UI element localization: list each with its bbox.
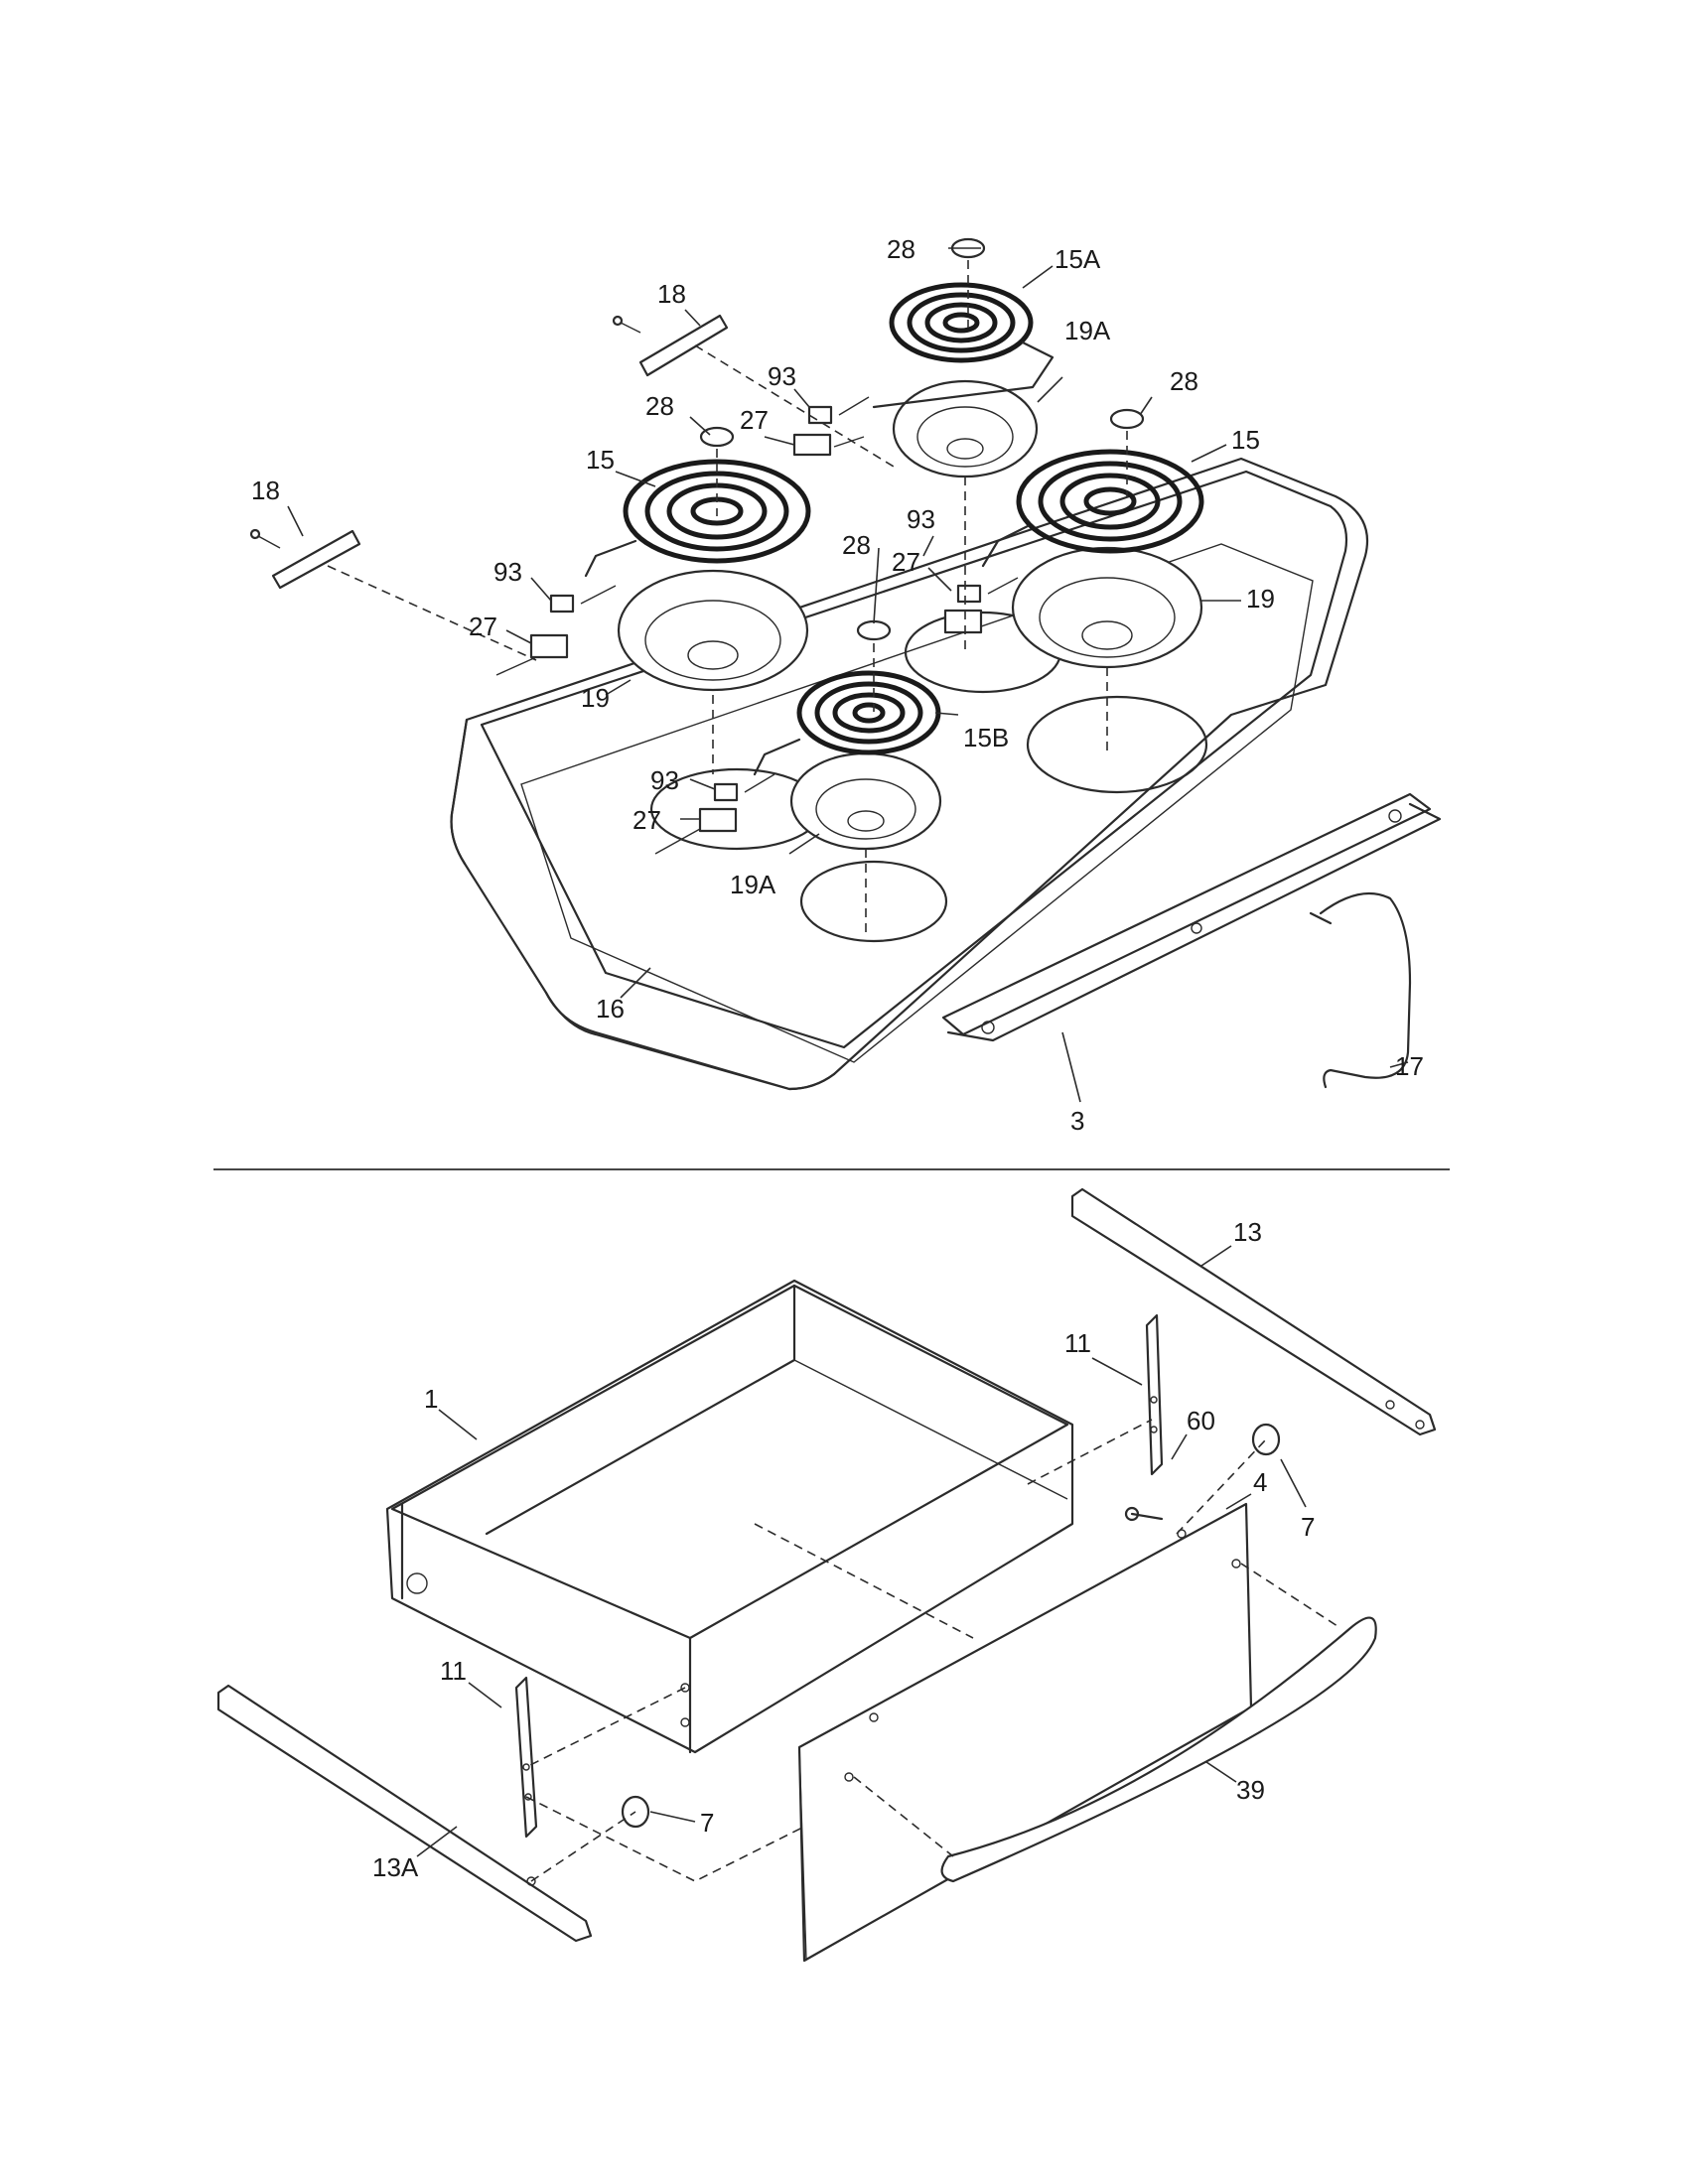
bracket-18-top	[612, 314, 729, 377]
callout-15B: 15B	[963, 723, 1009, 752]
receptacle-93-27-top	[792, 396, 870, 457]
callout-60: 60	[1187, 1406, 1215, 1435]
callout-18: 18	[657, 279, 686, 309]
roller-7-right	[1251, 1423, 1281, 1456]
callout-17: 17	[1395, 1051, 1424, 1081]
bracket-11-bottom	[514, 1676, 538, 1839]
surface-element-15A	[872, 282, 1055, 409]
callout-39: 39	[1236, 1775, 1265, 1805]
receptacle-93-27-center	[943, 577, 1019, 634]
callout-15A: 15A	[1055, 244, 1101, 274]
callout-93: 93	[493, 557, 522, 587]
callout-27: 27	[740, 405, 769, 435]
callout-28: 28	[842, 530, 871, 560]
callout-28: 28	[645, 391, 674, 421]
callout-4: 4	[1253, 1467, 1267, 1497]
slide-rail-13A	[216, 1684, 593, 1943]
bracket-18-left	[249, 528, 361, 590]
callout-18: 18	[251, 476, 280, 505]
callout-19A: 19A	[1064, 316, 1111, 345]
surface-element-15-right	[981, 449, 1204, 568]
rear-strip-3	[941, 792, 1442, 1042]
callout-27: 27	[469, 612, 497, 641]
callout-15: 15	[586, 445, 615, 475]
callout-19: 19	[1246, 584, 1275, 614]
callout-93: 93	[768, 361, 796, 391]
wire-17	[1319, 891, 1412, 1089]
trim-ring-28-b	[699, 426, 735, 448]
trim-ring-28-c	[1109, 408, 1145, 430]
callout-7: 7	[700, 1808, 714, 1838]
drawer-assembly	[216, 1187, 1437, 1963]
leader-lines	[287, 247, 1409, 1857]
bracket-11-top	[1145, 1313, 1164, 1476]
callout-27: 27	[633, 805, 661, 835]
callout-28: 28	[887, 234, 915, 264]
callout-93: 93	[907, 504, 935, 534]
drawer-1	[385, 1279, 1074, 1754]
drip-pan-19-right	[1011, 546, 1203, 669]
trim-ring-28-d	[856, 619, 892, 641]
drip-pan-19-left	[617, 569, 809, 692]
surface-element-15-left	[584, 459, 811, 578]
handle-39	[940, 1616, 1377, 1883]
callout-11: 11	[1064, 1328, 1091, 1358]
receptacle-93-27-left	[495, 585, 617, 676]
callout-27: 27	[892, 547, 920, 577]
callout-19: 19	[581, 683, 610, 713]
callout-13: 13	[1233, 1217, 1262, 1247]
callout-28: 28	[1170, 366, 1198, 396]
receptacle-93-27-bottom	[654, 773, 775, 855]
drip-pan-19A-top	[892, 379, 1039, 478]
callout-1: 1	[424, 1384, 438, 1414]
callout-3: 3	[1070, 1106, 1084, 1136]
callout-16: 16	[596, 994, 625, 1024]
callout-15: 15	[1231, 425, 1260, 455]
callout-19A: 19A	[730, 870, 776, 899]
cooktop-assembly	[249, 237, 1442, 1091]
callout-93: 93	[650, 765, 679, 795]
drip-pan-19A-bottom	[789, 751, 942, 851]
slide-rail-13	[1070, 1187, 1437, 1436]
callout-13A: 13A	[372, 1852, 419, 1882]
screw-60	[1124, 1506, 1164, 1522]
callout-7: 7	[1301, 1512, 1315, 1542]
callout-labels: 28 15A 18 93 19A 28 28 27 15 15 18 93 93…	[251, 234, 1424, 1882]
callout-11: 11	[440, 1656, 467, 1686]
